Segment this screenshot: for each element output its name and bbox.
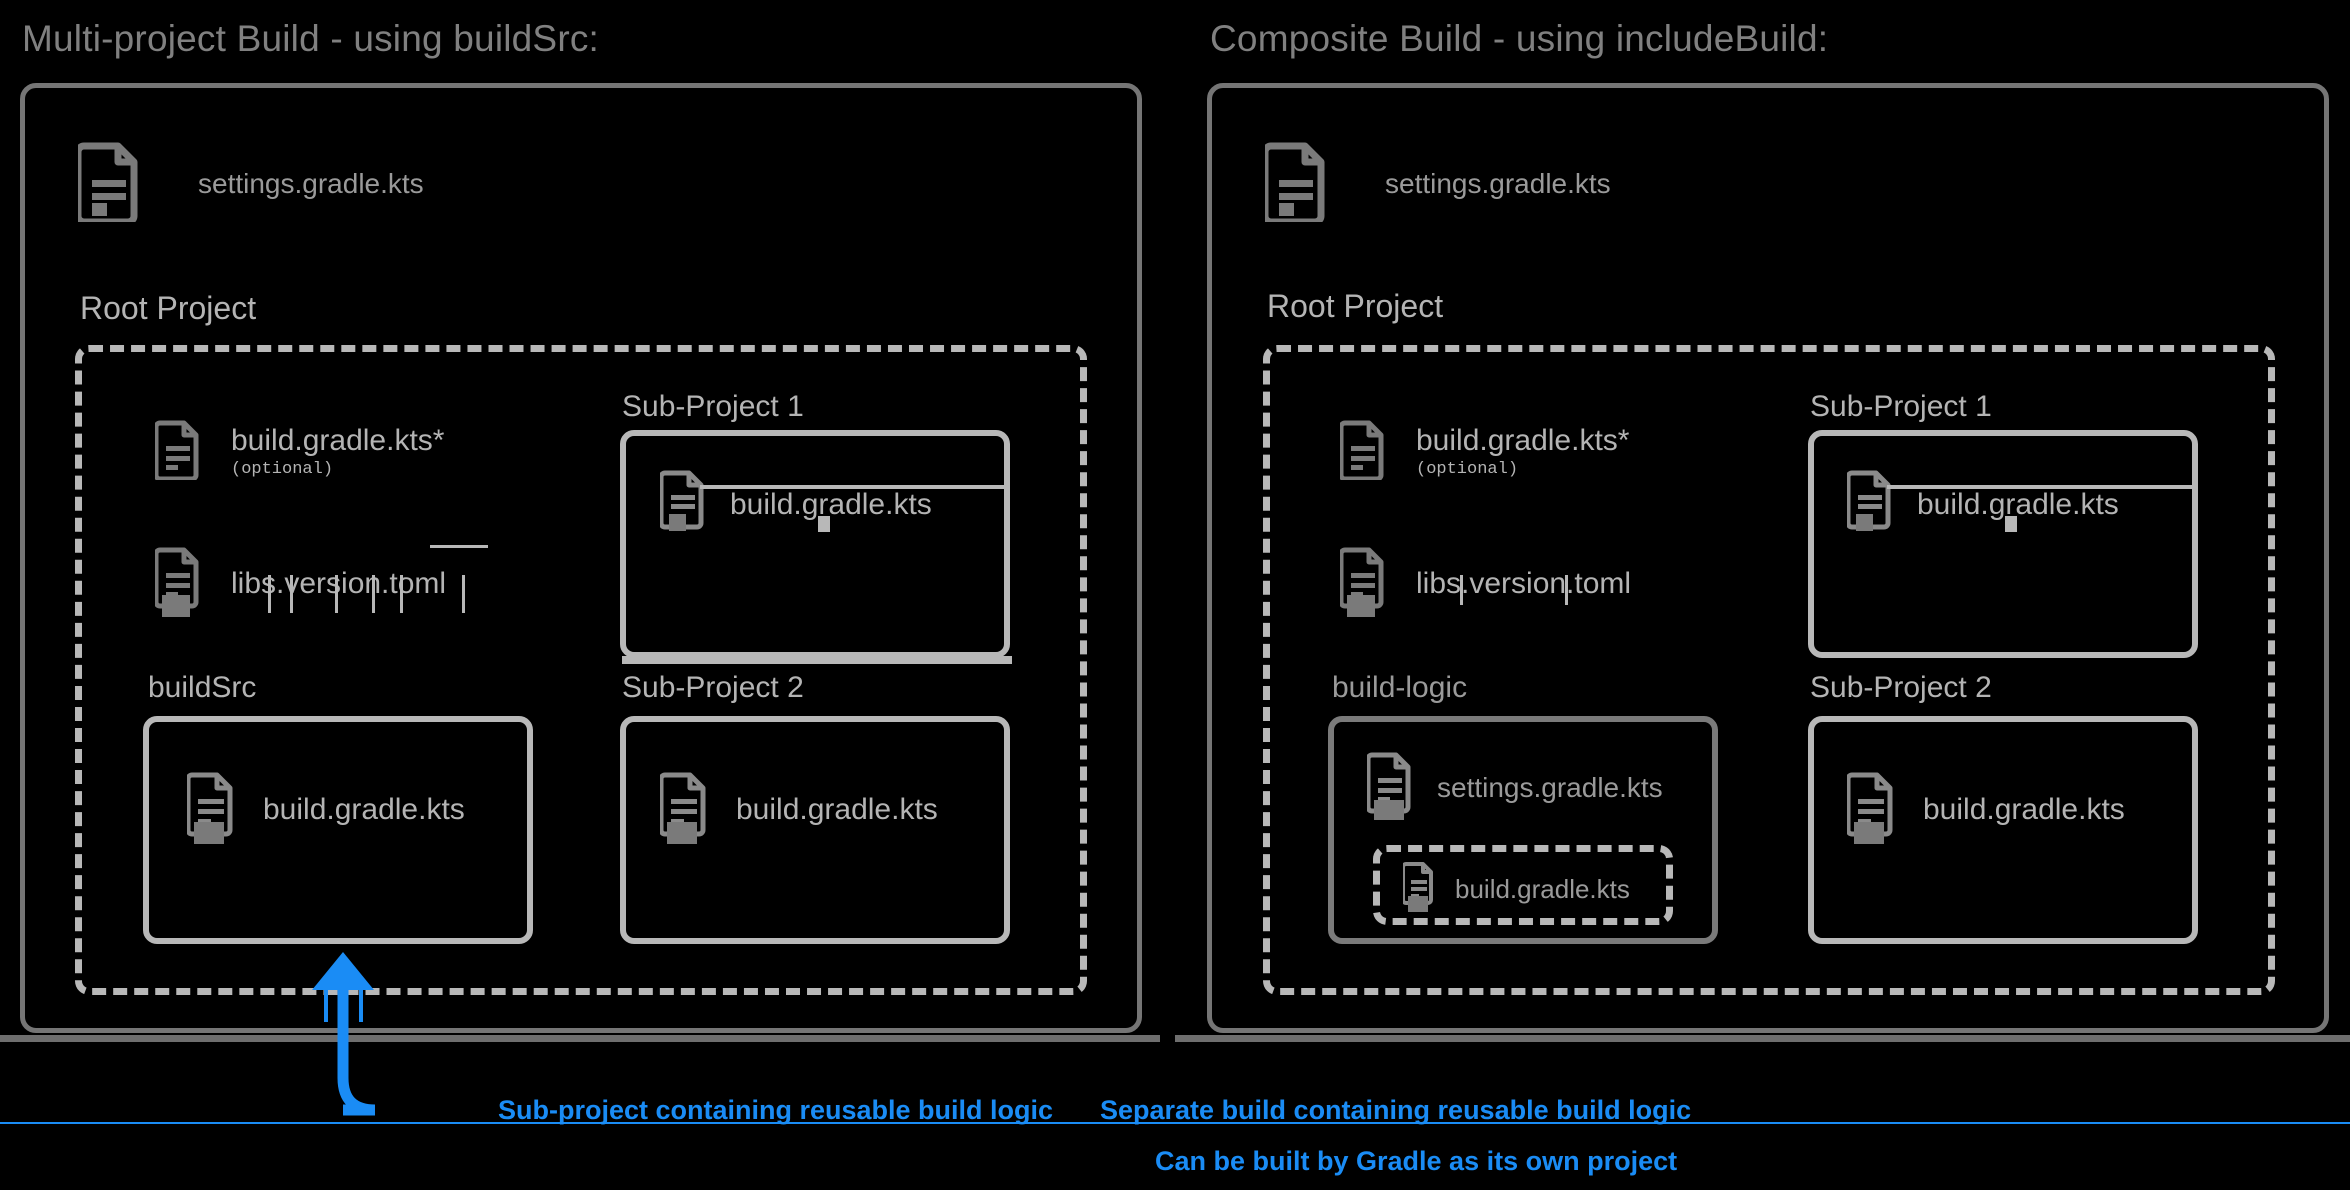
- file-row-subproject1-file: build.gradle.kts: [658, 468, 932, 541]
- build-logic-box: [143, 716, 533, 944]
- file-row-libs-version: libs.version.toml: [153, 545, 447, 622]
- file-label: build.gradle.kts: [1923, 792, 2125, 826]
- render-artifact: [2005, 516, 2017, 532]
- render-artifact: [700, 485, 1010, 489]
- panel-title: Composite Build - using includeBuild:: [1210, 18, 1829, 59]
- file-sublabel: (optional): [1416, 459, 1519, 479]
- root-project-region: [1263, 345, 2275, 995]
- file-row-subproject1-file: build.gradle.kts: [1845, 468, 2119, 541]
- file-label: libs.version.toml: [231, 566, 447, 600]
- render-artifact: [1565, 575, 1568, 605]
- build-container-outline: [1207, 83, 2329, 1033]
- root-project-caption: Root Project: [80, 290, 257, 326]
- document-icon: [1401, 860, 1435, 917]
- document-icon: [1845, 468, 1893, 541]
- file-label: build.gradle.kts: [730, 487, 932, 521]
- document-icon: [658, 770, 708, 849]
- file-label: libs.version.toml: [1416, 566, 1632, 600]
- panel-composite-build: Composite Build - using includeBuild: se…: [1100, 0, 2350, 1190]
- file-label: build.gradle.kts*: [1416, 423, 1630, 457]
- file-row-build-logic-file: build.gradle.kts: [185, 770, 465, 849]
- document-icon: [1365, 750, 1413, 825]
- build-logic-inner-region: [1373, 845, 1673, 925]
- render-artifact: [1175, 1035, 2350, 1042]
- document-icon: [1338, 545, 1386, 622]
- file-label: build.gradle.kts: [736, 792, 938, 826]
- file-row-settings: settings.gradle.kts: [1261, 140, 1611, 227]
- file-label: build.gradle.kts: [1455, 873, 1630, 904]
- file-label: build.gradle.kts*: [231, 423, 445, 457]
- render-artifact: [1887, 485, 2197, 489]
- render-artifact: [400, 575, 403, 613]
- render-artifact: [290, 575, 293, 613]
- render-artifact: [1460, 575, 1463, 605]
- document-icon: [1261, 140, 1327, 227]
- panel-multi-project-build: Multi-project Build - using buildSrc: se…: [0, 18, 1160, 1125]
- panel-title: Multi-project Build - using buildSrc:: [22, 18, 600, 59]
- divider-rule: [0, 1122, 2350, 1124]
- render-artifact: [0, 1035, 1160, 1042]
- file-row-settings: settings.gradle.kts: [74, 140, 424, 227]
- file-label: settings.gradle.kts: [198, 167, 424, 199]
- file-label: build.gradle.kts: [1917, 487, 2119, 521]
- file-row-build-logic-inner-file: build.gradle.kts: [1401, 860, 1630, 917]
- sub-project-1-caption: Sub-Project 1: [1810, 390, 1992, 423]
- sub-project-2-caption: Sub-Project 2: [1810, 671, 1992, 704]
- annotation-text: Sub-project containing reusable build lo…: [498, 1095, 1054, 1125]
- render-artifact: [372, 575, 375, 613]
- render-artifact: [622, 656, 1012, 664]
- file-row-build-gradle: build.gradle.kts* (optional): [1338, 418, 1630, 485]
- annotation-text: Separate build containing reusable build…: [1100, 1095, 1692, 1125]
- file-row-subproject2-file: build.gradle.kts: [1845, 770, 2125, 849]
- file-row-build-logic-settings: settings.gradle.kts: [1365, 750, 1663, 825]
- root-project-caption: Root Project: [1267, 288, 1444, 324]
- file-label: settings.gradle.kts: [1437, 771, 1663, 803]
- sub-project-2-box: [620, 716, 1010, 944]
- build-logic-caption: build-logic: [1332, 671, 1468, 704]
- document-icon: [1845, 770, 1895, 849]
- sub-project-1-caption: Sub-Project 1: [622, 390, 804, 423]
- callout-arrow: [312, 952, 376, 1116]
- build-logic-box: [1328, 716, 1718, 944]
- file-label: settings.gradle.kts: [1385, 167, 1611, 199]
- build-container-outline: [20, 83, 1142, 1033]
- document-icon: [153, 545, 201, 622]
- document-icon: [74, 140, 140, 227]
- sub-project-1-box: [620, 430, 1010, 658]
- file-label: build.gradle.kts: [263, 792, 465, 826]
- document-icon: [1338, 418, 1386, 485]
- file-row-build-gradle: build.gradle.kts* (optional): [153, 418, 445, 485]
- sub-project-1-box: [1808, 430, 2198, 658]
- build-logic-caption: buildSrc: [148, 671, 257, 704]
- file-sublabel: (optional): [231, 459, 334, 479]
- root-project-region: [75, 345, 1087, 995]
- annotation-text-secondary: Can be built by Gradle as its own projec…: [1155, 1146, 1678, 1176]
- document-icon: [658, 468, 706, 541]
- sub-project-2-caption: Sub-Project 2: [622, 671, 804, 704]
- file-row-libs-version: libs.version.toml: [1338, 545, 1632, 622]
- render-artifact: [430, 545, 488, 548]
- render-artifact: [335, 575, 338, 613]
- sub-project-2-box: [1808, 716, 2198, 944]
- file-row-subproject2-file: build.gradle.kts: [658, 770, 938, 849]
- document-icon: [185, 770, 235, 849]
- document-icon: [153, 418, 201, 485]
- render-artifact: [462, 575, 465, 613]
- render-artifact: [818, 516, 830, 532]
- render-artifact: [268, 575, 271, 613]
